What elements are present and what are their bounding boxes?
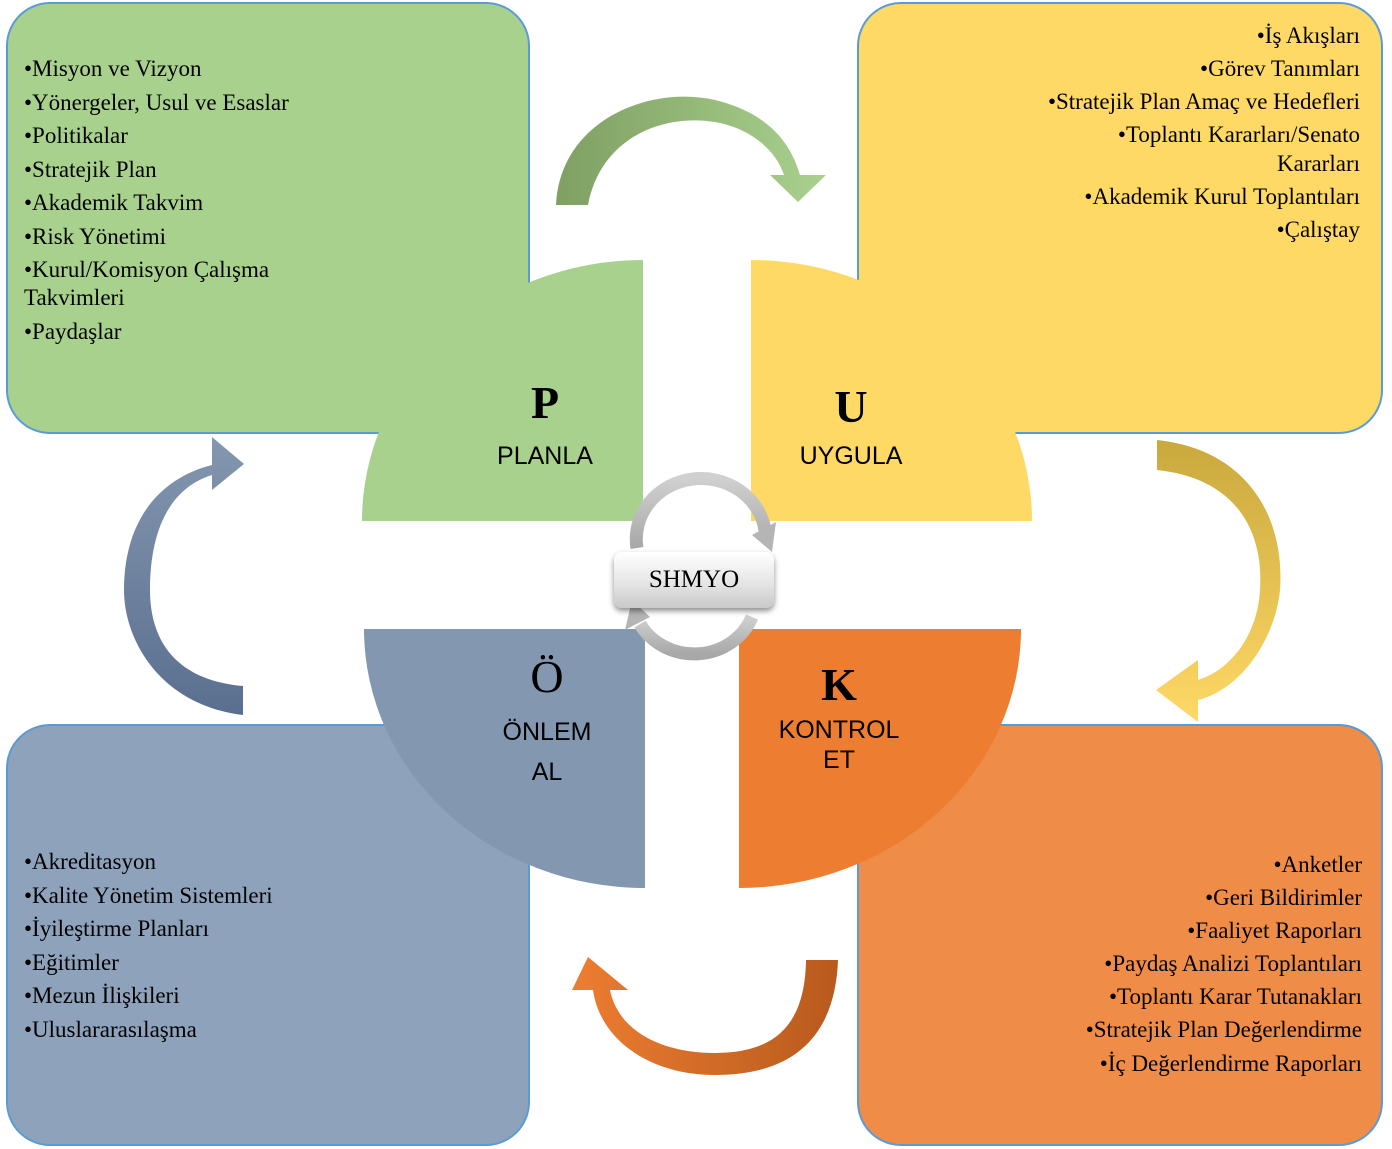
list-item: •Mezun İlişkileri <box>24 983 180 1008</box>
do-items-list: •İş Akışları •Görev Tanımları •Stratejik… <box>1030 19 1360 246</box>
plan-quadrant-text: P PLANLA <box>470 376 620 475</box>
list-item: •Anketler <box>1273 852 1362 877</box>
list-item: •Kalite Yönetim Sistemleri <box>24 882 273 908</box>
list-item: •Geri Bildirimler <box>1205 885 1362 910</box>
plan-label: PLANLA <box>497 442 593 470</box>
check-letter: K <box>821 659 857 710</box>
list-item: •Risk Yönetimi <box>24 223 167 249</box>
arrow-plan-to-do-icon <box>556 96 826 205</box>
plan-letter: P <box>530 377 560 428</box>
list-item: •Görev Tanımları <box>1200 56 1360 81</box>
list-item: •Toplantı Kararları/Senato Kararları <box>1117 122 1360 176</box>
center-label: SHMYO <box>614 552 774 608</box>
list-item: •Kurul/Komisyon Çalışma Takvimleri <box>24 257 270 310</box>
check-label-line-1: KONTROL <box>778 716 900 744</box>
list-item: •Toplantı Karar Tutanakları <box>1109 984 1362 1009</box>
do-label: UYGULA <box>799 442 903 470</box>
do-quadrant <box>751 260 1032 521</box>
act-letter: Ö <box>530 651 564 702</box>
list-item: •Stratejik Plan Değerlendirme <box>1085 1017 1362 1042</box>
arrow-do-to-check-icon <box>1156 440 1281 722</box>
check-quadrant <box>739 629 1021 888</box>
list-item: •İş Akışları <box>1256 23 1360 48</box>
check-items-list: •Anketler •Geri Bildirimler •Faaliyet Ra… <box>1012 848 1362 1080</box>
check-quadrant-text: K KONTROL ET <box>764 658 914 775</box>
list-item: •İyileştirme Planları <box>24 916 209 941</box>
list-item: •Stratejik Plan Amaç ve Hedefleri <box>1047 89 1360 114</box>
list-item: •Eğitimler <box>24 949 119 975</box>
list-item: •Akreditasyon <box>24 849 156 874</box>
do-letter: U <box>834 381 868 432</box>
act-items-list: •Akreditasyon •Kalite Yönetim Sistemleri… <box>24 845 374 1046</box>
act-quadrant-text: Ö ÖNLEM AL <box>472 650 622 791</box>
cycle-ring-icon <box>625 471 776 661</box>
do-quadrant-text: U UYGULA <box>776 380 926 475</box>
act-label-line-2: AL <box>531 758 563 786</box>
list-item: •Stratejik Plan <box>24 156 157 182</box>
list-item: •İç Değerlendirme Raporları <box>1099 1051 1362 1076</box>
plan-items-list: •Misyon ve Vizyon •Yönergeler, Usul ve E… <box>24 52 364 349</box>
act-quadrant <box>364 629 645 888</box>
list-item: •Akademik Kurul Toplantıları <box>1084 184 1360 209</box>
plan-quadrant <box>362 260 643 521</box>
list-item: •Uluslararasılaşma <box>24 1016 197 1042</box>
list-item: •Misyon ve Vizyon <box>24 56 202 81</box>
list-item: •Paydaşlar <box>24 319 122 344</box>
list-item: •Akademik Takvim <box>24 190 204 215</box>
arrow-check-to-act-icon <box>572 957 838 1075</box>
list-item: •Yönergeler, Usul ve Esaslar <box>24 89 289 115</box>
arrow-act-to-plan-icon <box>124 437 244 715</box>
list-item: •Faaliyet Raporları <box>1187 918 1362 943</box>
list-item: •Politikalar <box>24 123 128 148</box>
list-item: •Çalıştay <box>1276 217 1360 242</box>
check-label-line-2: ET <box>823 746 855 774</box>
list-item: •Paydaş Analizi Toplantıları <box>1104 951 1362 976</box>
act-label-line-1: ÖNLEM <box>502 718 592 746</box>
